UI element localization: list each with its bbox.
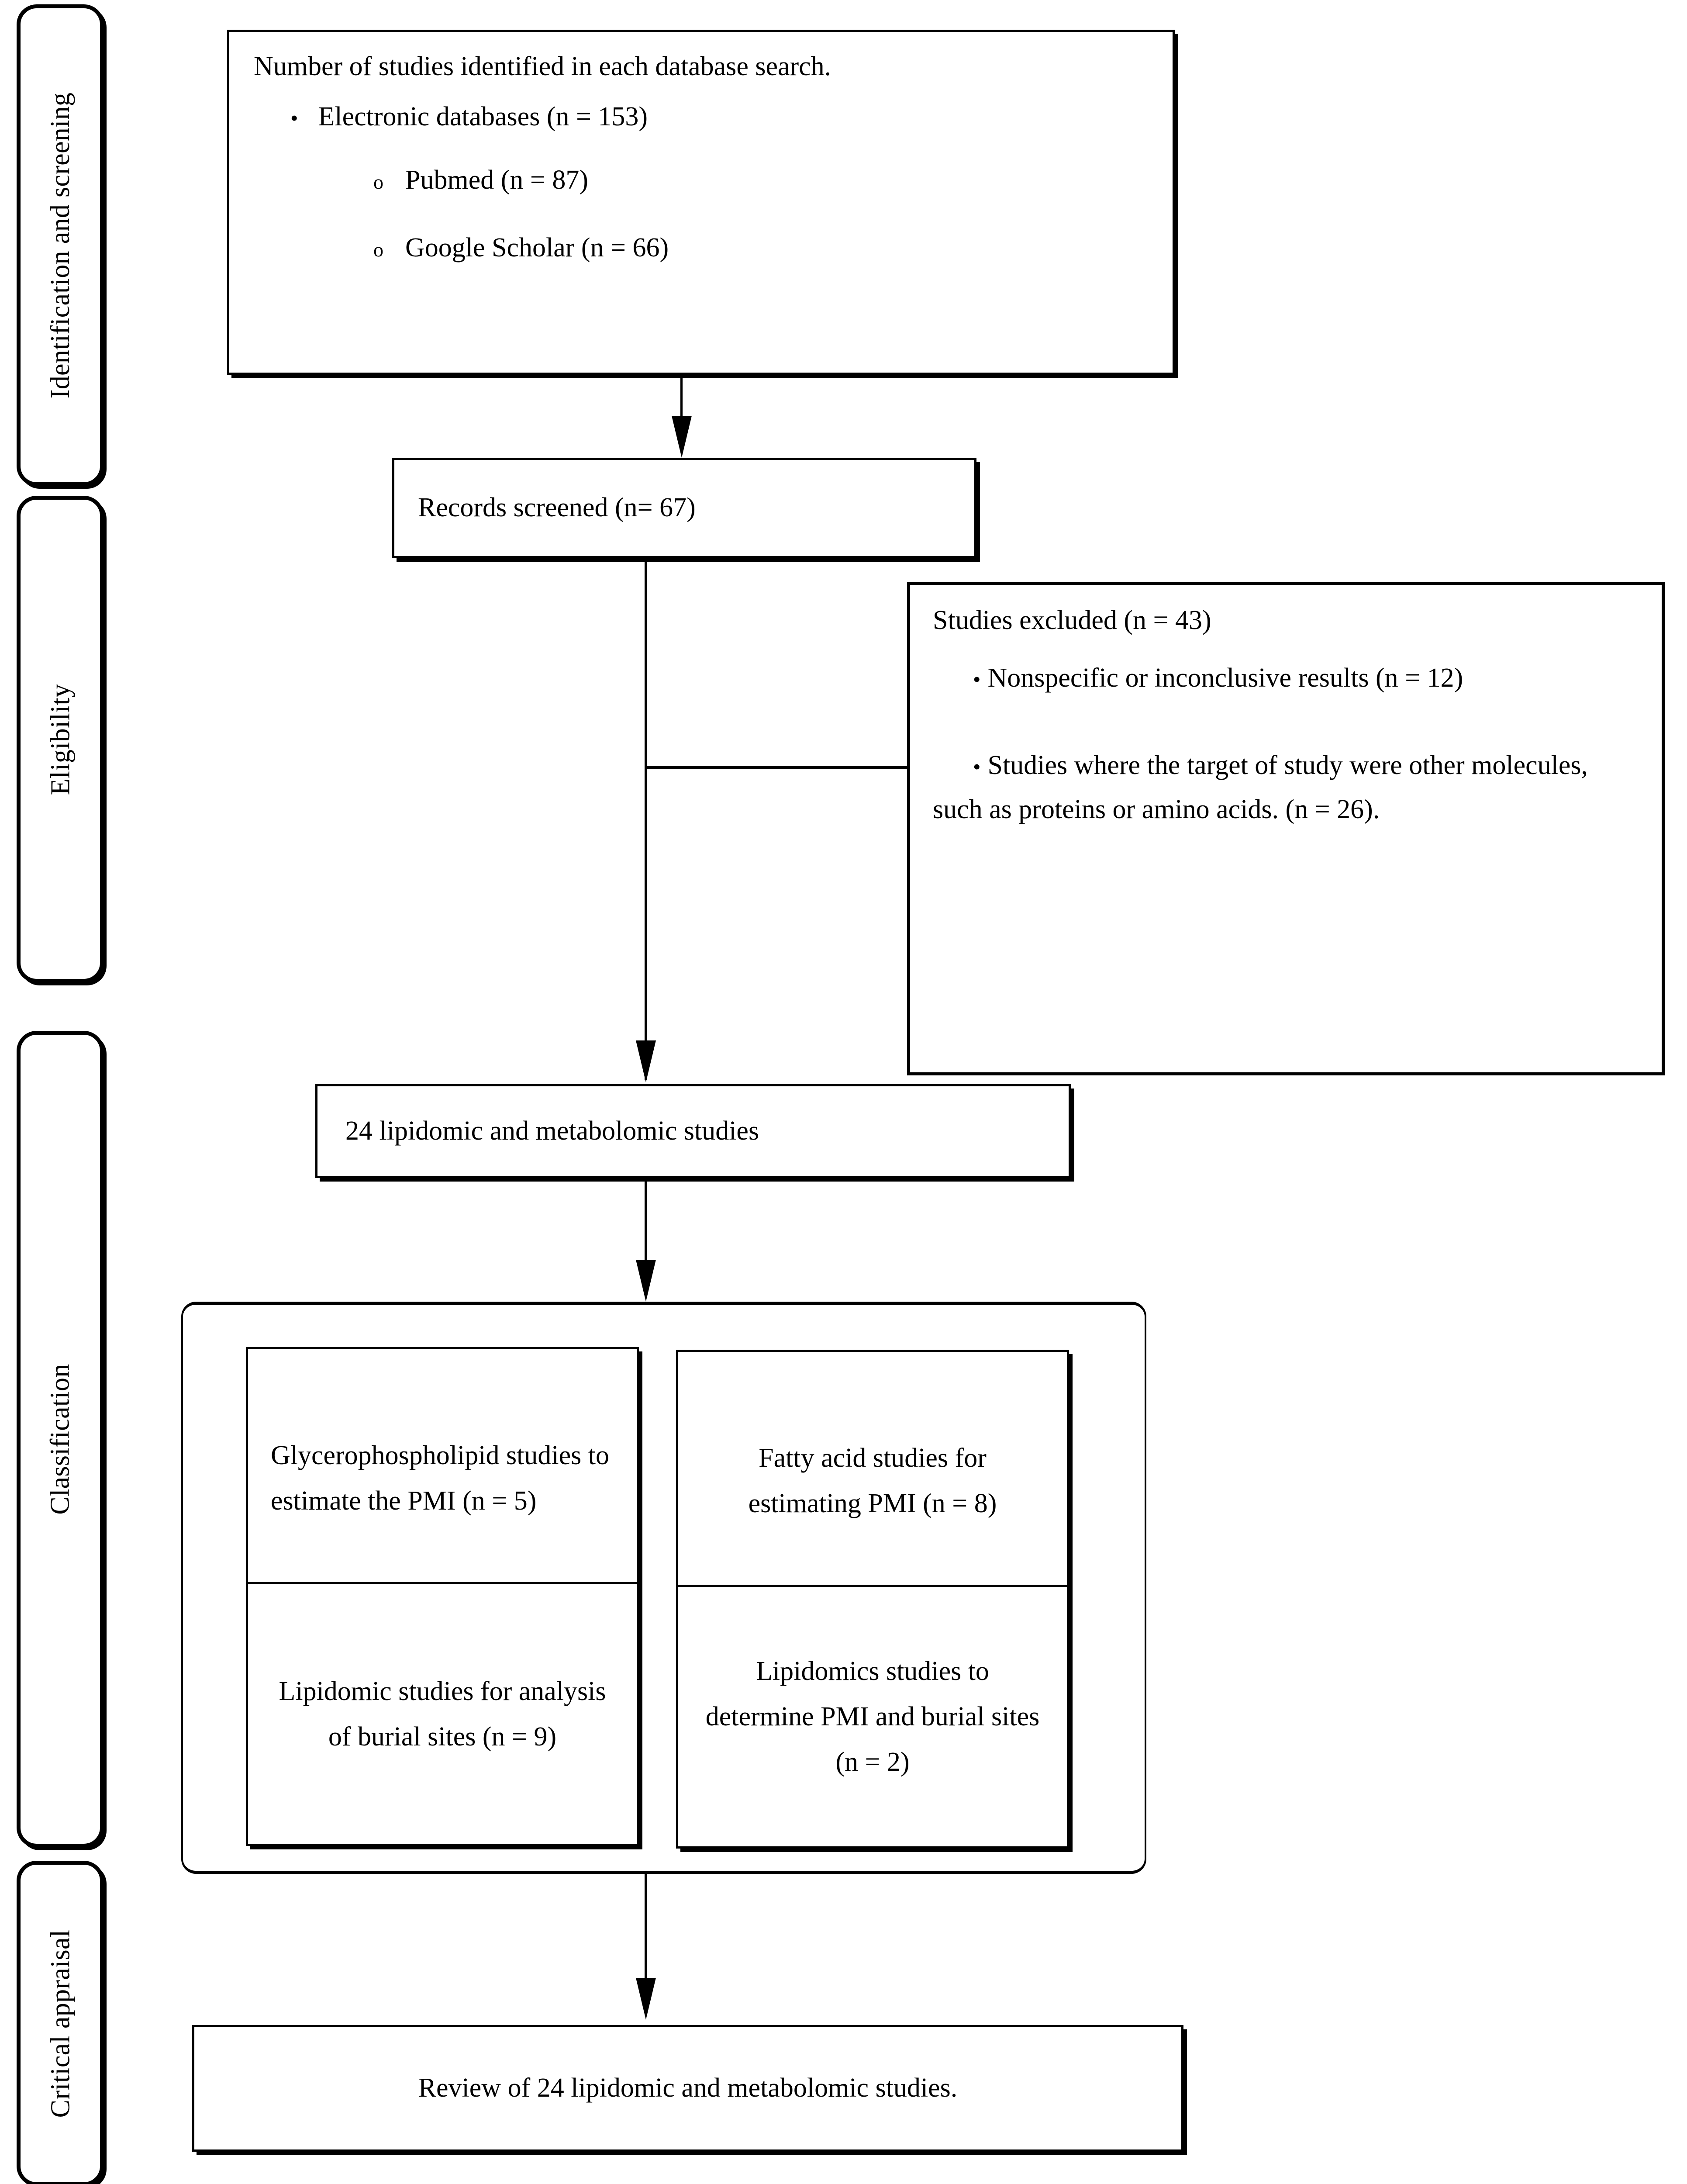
identification-heading: Number of studies identified in each dat… [254,52,831,81]
identification-bullet-pubmed-text: Pubmed (n = 87) [405,165,588,195]
connector-included-to-classification [645,1179,647,1267]
bullet-circle-icon: o [373,238,383,261]
stage-box-critical-appraisal: Critical appraisal [17,1861,104,2184]
classification-box-lipidomic-burial-text: Lipidomic studies for analysis of burial… [279,1676,606,1752]
classification-box-lipidomics-pmi-burial: Lipidomics studies to determine PMI and … [676,1585,1069,1849]
arrowhead-icon [636,1978,656,2020]
review-box-text: Review of 24 lipidomic and metabolomic s… [418,2073,958,2103]
studies-excluded-reason-2-text: Studies where the target of study were o… [933,750,1588,824]
stage-box-eligibility: Eligibility [17,496,104,983]
connector-classification-to-review [645,1873,647,1991]
bullet-dot-icon: • [290,106,298,130]
classification-box-fatty-acid: Fatty acid studies for estimating PMI (n… [676,1350,1069,1612]
classification-box-lipidomic-burial: Lipidomic studies for analysis of burial… [246,1582,639,1846]
connector-screened-to-included [645,560,647,1080]
stage-label-eligibility: Eligibility [45,684,76,795]
connector-trunk-to-excluded [645,766,908,769]
classification-box-lipidomics-pmi-burial-text: Lipidomics studies to determine PMI and … [705,1656,1040,1777]
identification-bullet-pubmed: o Pubmed (n = 87) [242,165,1159,196]
stage-box-classification: Classification [17,1031,104,1848]
connector-identification-to-screened [680,377,683,429]
classification-box-glycerophospholipid-text: Glycerophospholipid studies to estimate … [271,1440,609,1516]
classification-box-fatty-acid-text: Fatty acid studies for estimating PMI (n… [748,1443,997,1518]
included-studies-box: 24 lipidomic and metabolomic studies [315,1084,1071,1178]
bullet-circle-icon: o [373,171,383,193]
arrowhead-icon [636,1040,656,1082]
identification-bullet-google-scholar: o Google Scholar (n = 66) [242,232,1159,263]
classification-box-glycerophospholipid: Glycerophospholipid studies to estimate … [246,1347,639,1609]
identification-bullet-primary: • Electronic databases (n = 153) [242,101,1159,132]
stage-label-identification: Identification and screening [45,92,76,398]
bullet-dot-icon: • [973,667,981,691]
identification-bullet-primary-text: Electronic databases (n = 153) [318,102,648,131]
stage-label-critical-appraisal: Critical appraisal [45,1929,75,2118]
arrowhead-icon [672,416,692,458]
stage-box-identification: Identification and screening [17,4,104,486]
identification-bullet-google-scholar-text: Google Scholar (n = 66) [405,233,669,263]
records-screened-text: Records screened (n= 67) [418,493,696,523]
studies-excluded-reason-1: •Nonspecific or inconclusive results (n … [933,656,1639,700]
studies-excluded-reason-2: •Studies where the target of study were … [933,743,1639,831]
identification-box: Number of studies identified in each dat… [227,30,1175,375]
studies-excluded-box: Studies excluded (n = 43) •Nonspecific o… [907,582,1665,1075]
bullet-dot-icon: • [973,754,981,779]
review-box: Review of 24 lipidomic and metabolomic s… [192,2025,1183,2152]
included-studies-text: 24 lipidomic and metabolomic studies [345,1116,759,1146]
studies-excluded-reason-1-text: Nonspecific or inconclusive results (n =… [987,663,1463,693]
stage-label-classification: Classification [45,1364,76,1515]
records-screened-box: Records screened (n= 67) [392,458,976,558]
arrowhead-icon [636,1260,656,1302]
studies-excluded-heading: Studies excluded (n = 43) [933,605,1211,635]
